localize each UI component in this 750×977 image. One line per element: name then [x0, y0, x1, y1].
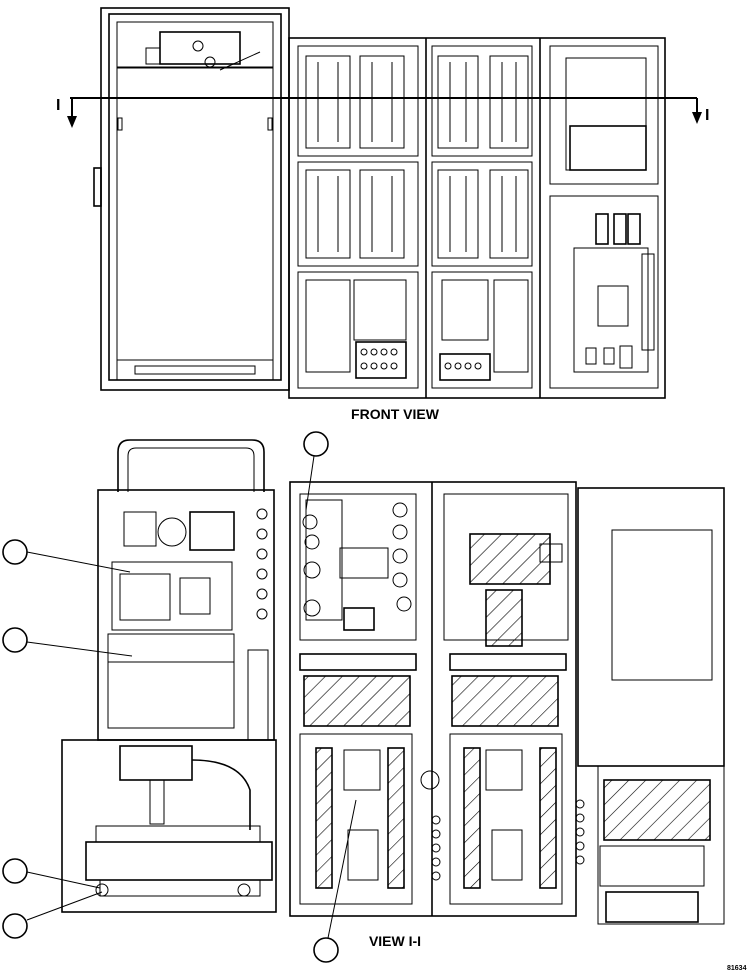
callout-4 — [2, 858, 101, 889]
heat-sink — [303, 675, 411, 727]
callout-6 — [313, 799, 357, 963]
callouts — [2, 431, 357, 963]
callout-3 — [2, 627, 133, 657]
front-view — [67, 7, 702, 399]
front-view-label: FRONT VIEW — [351, 406, 440, 422]
section-main-enclosure — [289, 481, 577, 917]
section-marker-left: I — [56, 97, 60, 114]
front-main-enclosure — [288, 37, 666, 399]
section-view — [61, 439, 725, 925]
callout-2 — [2, 539, 131, 573]
front-left-cabinet — [100, 7, 290, 391]
callout-5 — [2, 891, 103, 939]
section-marker-right: I — [705, 107, 709, 124]
callout-1 — [303, 431, 329, 511]
front-module-bays — [297, 45, 533, 389]
drawing-number: 81634 — [727, 965, 747, 972]
section-view-label: VIEW I-I — [369, 933, 421, 949]
